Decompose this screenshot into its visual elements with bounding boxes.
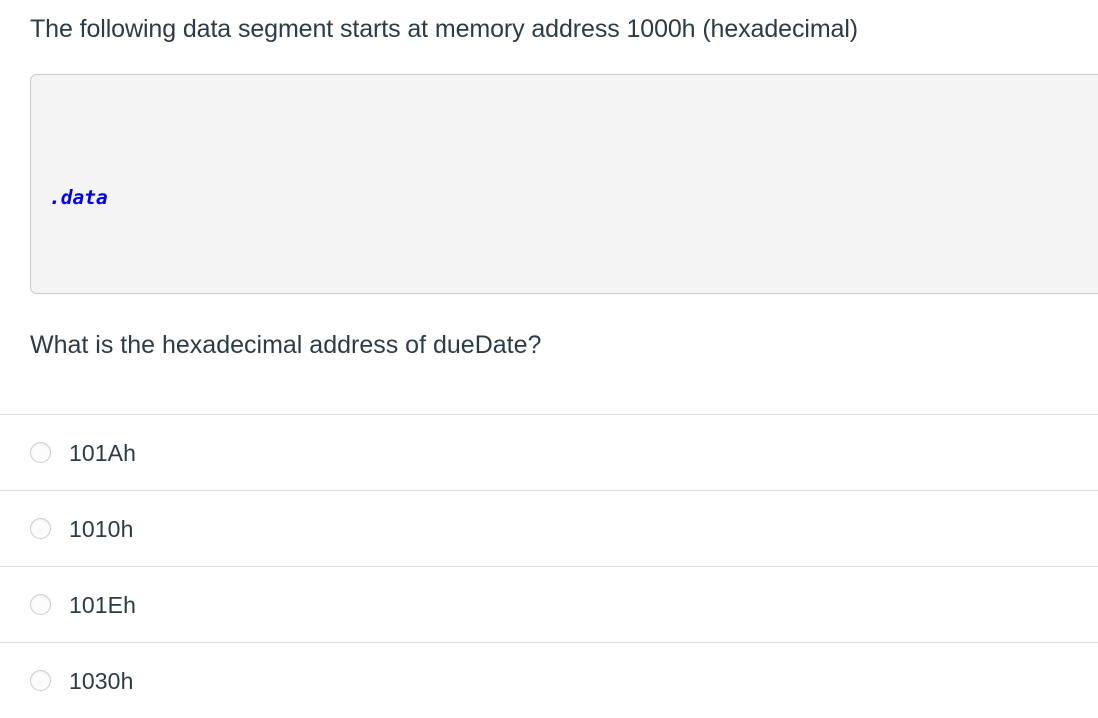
radio-button-icon[interactable] bbox=[30, 670, 51, 691]
code-listing: .data printString BYTE "Assembly is fun"… bbox=[31, 75, 1098, 293]
radio-button-icon[interactable] bbox=[30, 442, 51, 463]
answer-option-row[interactable]: 1010h bbox=[0, 490, 1098, 566]
answer-option-row[interactable]: 1030h bbox=[0, 642, 1098, 718]
assembly-directive: .data bbox=[49, 186, 108, 209]
answer-options-list: 101Ah 1010h 101Eh 1030h bbox=[0, 414, 1098, 718]
radio-button-icon[interactable] bbox=[30, 518, 51, 539]
answer-option-label: 1010h bbox=[69, 515, 134, 542]
question-stem: The following data segment starts at mem… bbox=[30, 15, 859, 43]
code-line-directive: .data bbox=[49, 183, 1098, 213]
answer-option-row[interactable]: 101Eh bbox=[0, 566, 1098, 642]
sub-question-text: What is the hexadecimal address of dueDa… bbox=[30, 331, 542, 359]
code-block: .data printString BYTE "Assembly is fun"… bbox=[30, 74, 1098, 294]
answer-option-label: 101Eh bbox=[69, 591, 137, 618]
answer-option-row[interactable]: 101Ah bbox=[0, 414, 1098, 490]
answer-option-label: 101Ah bbox=[69, 439, 137, 466]
answer-option-label: 1030h bbox=[69, 667, 134, 694]
radio-button-icon[interactable] bbox=[30, 594, 51, 615]
